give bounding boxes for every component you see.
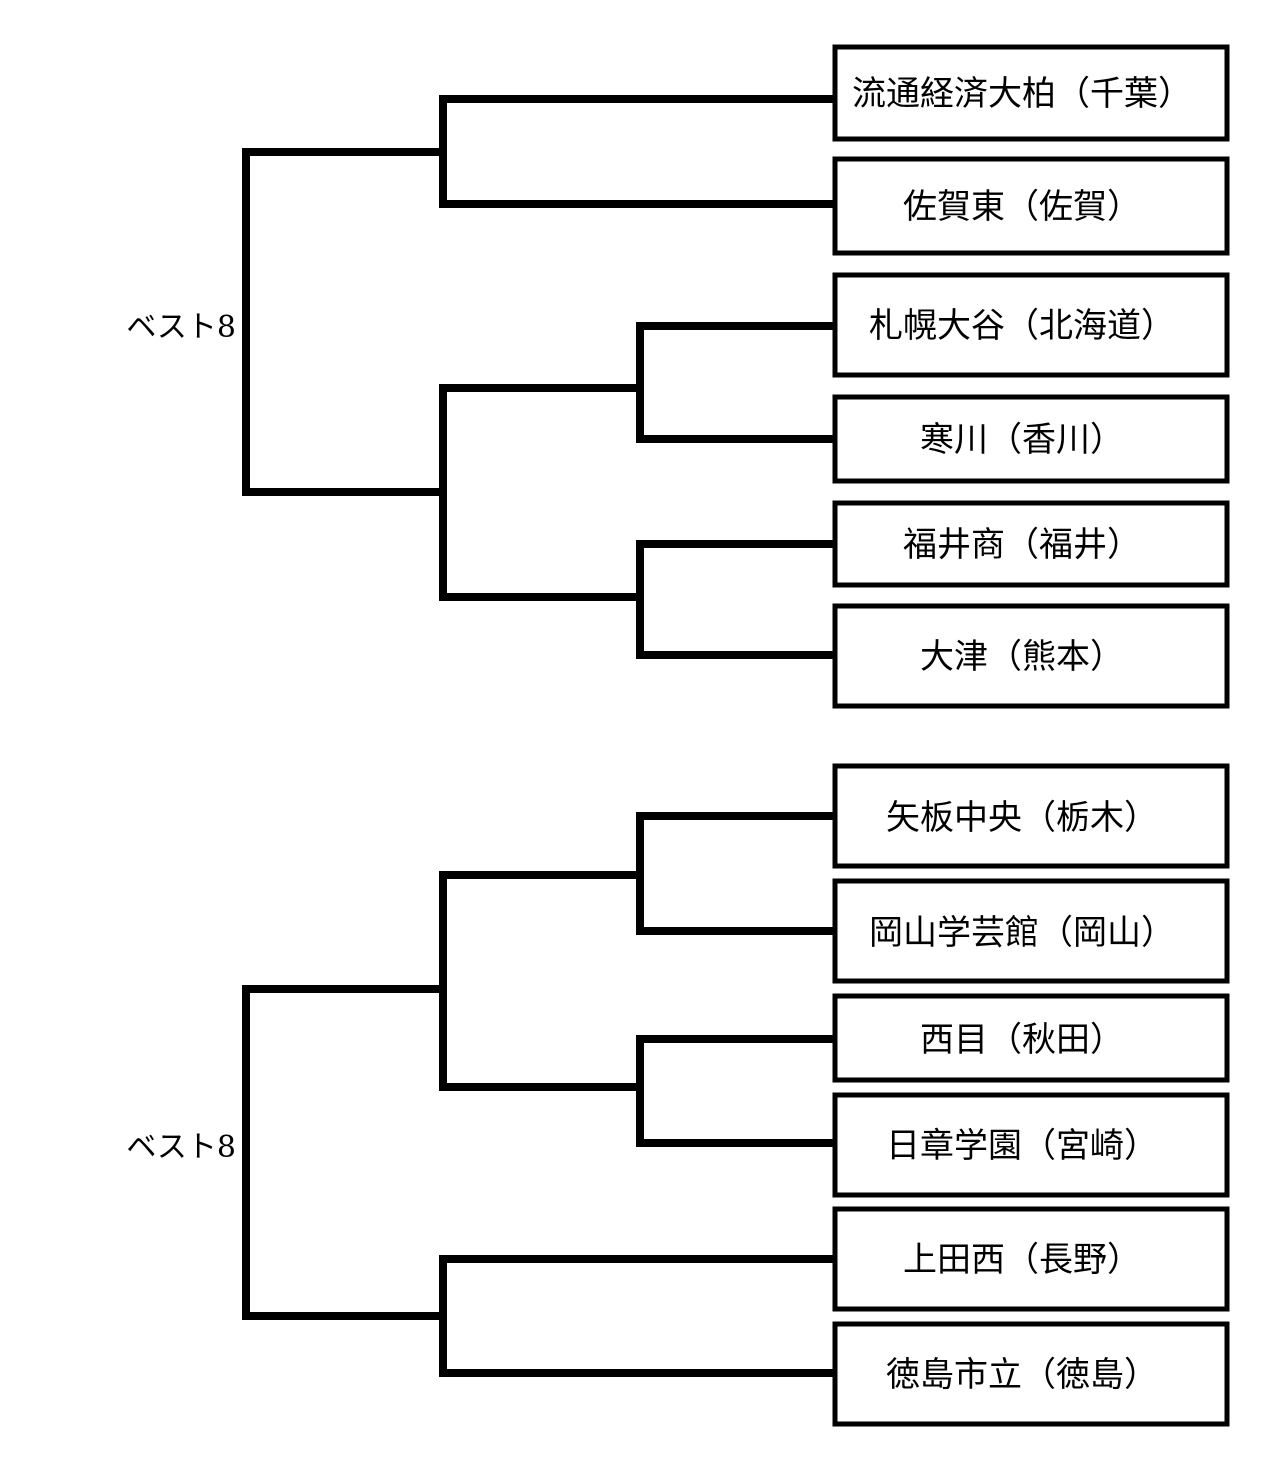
team-box: 佐賀東（佐賀）: [832, 156, 1230, 256]
connector-line: [242, 812, 839, 1377]
team-label: 札幌大谷（北海道）: [869, 306, 1175, 346]
team-box: 上田西（長野）: [832, 1206, 1230, 1312]
team-box: 札幌大谷（北海道）: [832, 272, 1230, 378]
team-box: 岡山学芸館（岡山）: [832, 878, 1230, 984]
team-label: 徳島市立（徳島）: [886, 1355, 1158, 1395]
team-label: 福井商（福井）: [903, 525, 1141, 565]
team-box: 寒川（香川）: [832, 394, 1230, 484]
team-label: 日章学園（宮崎）: [886, 1126, 1158, 1166]
team-box: 矢板中央（栃木）: [832, 763, 1230, 869]
team-label: 流通経済大柏（千葉）: [852, 74, 1192, 114]
team-box: 流通経済大柏（千葉）: [832, 44, 1230, 142]
round-label: ベスト8: [126, 310, 236, 345]
team-label: 西目（秋田）: [920, 1020, 1124, 1060]
bracket-upper: 流通経済大柏（千葉） 佐賀東（佐賀） 札幌大谷（北海道） 寒川（香川） 福井商（…: [126, 44, 1230, 709]
round-label: ベスト8: [126, 1130, 236, 1165]
team-box: 福井商（福井）: [832, 500, 1230, 588]
team-label: 矢板中央（栃木）: [886, 798, 1158, 838]
team-label: 佐賀東（佐賀）: [903, 187, 1141, 227]
bracket-lower: 矢板中央（栃木） 岡山学芸館（岡山） 西目（秋田） 日章学園（宮崎） 上田西（長…: [126, 763, 1230, 1427]
team-label: 上田西（長野）: [903, 1240, 1141, 1280]
connector-line: [242, 95, 839, 659]
team-label: 大津（熊本）: [920, 637, 1124, 677]
team-box: 大津（熊本）: [832, 603, 1230, 709]
team-label: 岡山学芸館（岡山）: [869, 913, 1175, 953]
team-box: 徳島市立（徳島）: [832, 1321, 1230, 1427]
team-box: 西目（秋田）: [832, 993, 1230, 1083]
team-label: 寒川（香川）: [920, 420, 1124, 460]
team-box: 日章学園（宮崎）: [832, 1092, 1230, 1198]
